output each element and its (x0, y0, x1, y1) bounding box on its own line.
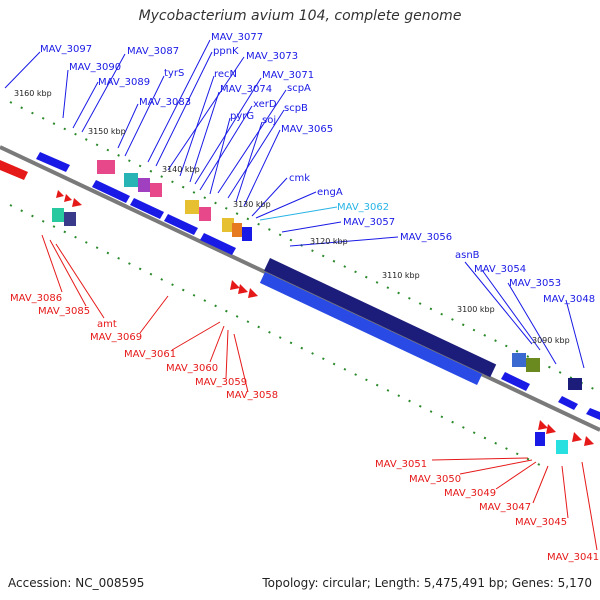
kbp-ticks: 3160 kbp 3150 kbp 3140 kbp 3130 kbp 3120… (14, 89, 570, 345)
svg-text:ppnK: ppnK (213, 46, 239, 57)
svg-text:MAV_3087: MAV_3087 (127, 46, 179, 57)
svg-text:xerD: xerD (253, 99, 277, 110)
svg-text:MAV_3085: MAV_3085 (38, 306, 90, 317)
tick-3110: 3110 kbp (382, 271, 420, 280)
svg-text:MAV_3059: MAV_3059 (195, 377, 247, 388)
tick-3140: 3140 kbp (162, 165, 200, 174)
svg-text:MAV_3049: MAV_3049 (444, 488, 496, 499)
small-gene-block[interactable] (535, 432, 545, 446)
svg-text:asnB: asnB (455, 250, 480, 261)
svg-text:MAV_3048: MAV_3048 (543, 294, 595, 305)
tick-3160: 3160 kbp (14, 89, 52, 98)
svg-text:cmk: cmk (289, 173, 310, 184)
top-gene-labels[interactable]: MAV_3097 MAV_3090 MAV_3087 MAV_3089 MAV_… (40, 32, 595, 305)
svg-text:MAV_3053: MAV_3053 (509, 278, 561, 289)
tick-3130: 3130 kbp (233, 200, 271, 209)
bottom-gene-labels[interactable]: MAV_3086 MAV_3085 amt MAV_3069 MAV_3061 … (10, 293, 599, 563)
svg-text:MAV_3050: MAV_3050 (409, 474, 461, 485)
bottom-leader-lines (41, 234, 598, 551)
svg-text:MAV_3065: MAV_3065 (281, 124, 333, 135)
genome-summary: Topology: circular; Length: 5,475,491 bp… (262, 576, 592, 590)
svg-text:MAV_3051: MAV_3051 (375, 459, 427, 470)
svg-text:tyrS: tyrS (164, 68, 184, 79)
colored-genes[interactable] (52, 160, 540, 372)
svg-text:amt: amt (97, 319, 117, 330)
svg-text:MAV_3077: MAV_3077 (211, 32, 263, 43)
svg-text:pyrG: pyrG (230, 111, 254, 122)
svg-text:MAV_3056: MAV_3056 (400, 232, 452, 243)
dotted-guides (9, 101, 600, 466)
svg-text:MAV_3045: MAV_3045 (515, 517, 567, 528)
highlight-gene-block[interactable] (556, 440, 568, 454)
svg-text:MAV_3061: MAV_3061 (124, 349, 176, 360)
map-title: Mycobacterium avium 104, complete genome (138, 8, 462, 24)
svg-text:scpB: scpB (284, 103, 308, 114)
svg-text:MAV_3073: MAV_3073 (246, 51, 298, 62)
top-leader-lines (4, 39, 585, 369)
tick-3090: 3090 kbp (532, 336, 570, 345)
svg-text:recN: recN (214, 69, 237, 80)
large-gene-block-dark[interactable] (264, 258, 497, 378)
svg-text:scpA: scpA (287, 83, 311, 94)
svg-text:MAV_3074: MAV_3074 (220, 84, 272, 95)
large-gene-block[interactable] (259, 271, 483, 386)
svg-text:MAV_3069: MAV_3069 (90, 332, 142, 343)
accession-text: Accession: NC_008595 (8, 576, 145, 590)
svg-text:MAV_3083: MAV_3083 (139, 97, 191, 108)
svg-text:soj: soj (262, 115, 276, 126)
svg-text:MAV_3047: MAV_3047 (479, 502, 531, 513)
svg-text:MAV_3057: MAV_3057 (343, 217, 395, 228)
reverse-genes[interactable] (0, 160, 594, 446)
svg-text:MAV_3089: MAV_3089 (98, 77, 150, 88)
forward-genes[interactable] (36, 152, 600, 420)
tick-3150: 3150 kbp (88, 127, 126, 136)
svg-text:MAV_3097: MAV_3097 (40, 44, 92, 55)
svg-text:MAV_3041: MAV_3041 (547, 552, 599, 563)
svg-text:MAV_3062: MAV_3062 (337, 202, 389, 213)
svg-text:MAV_3054: MAV_3054 (474, 264, 526, 275)
tick-3100: 3100 kbp (457, 305, 495, 314)
tick-3120: 3120 kbp (310, 237, 348, 246)
svg-text:MAV_3071: MAV_3071 (262, 70, 314, 81)
svg-text:MAV_3058: MAV_3058 (226, 390, 278, 401)
svg-text:engA: engA (317, 187, 343, 198)
svg-text:MAV_3086: MAV_3086 (10, 293, 62, 304)
svg-text:MAV_3060: MAV_3060 (166, 363, 218, 374)
svg-text:MAV_3090: MAV_3090 (69, 62, 121, 73)
